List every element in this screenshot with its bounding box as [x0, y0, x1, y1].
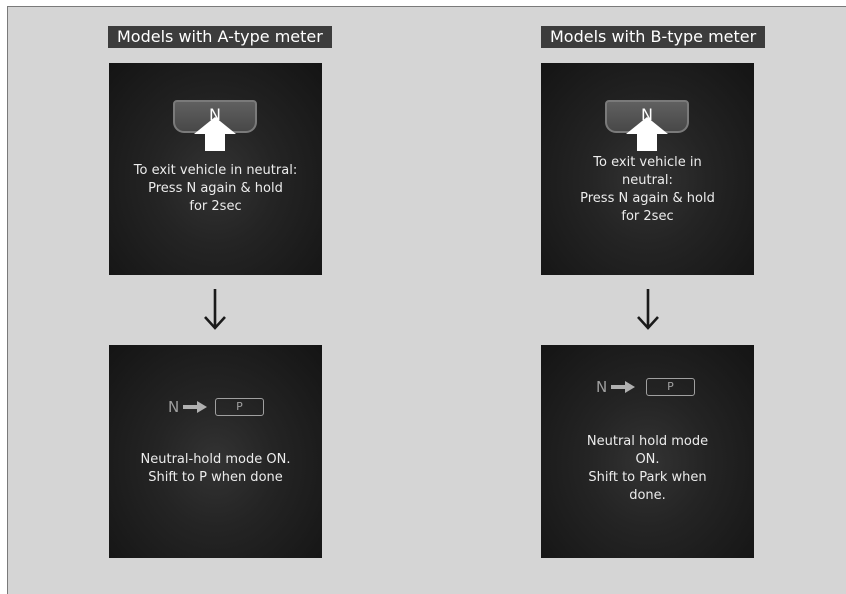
- b-type-neutral-hold-message: Neutral hold mode ON. Shift to Park when…: [541, 433, 754, 505]
- n-key-label: N: [641, 105, 653, 124]
- message-line: Press N again & hold: [580, 191, 715, 206]
- message-line: To exit vehicle in neutral:: [133, 163, 298, 178]
- message-line: neutral:: [622, 173, 673, 188]
- message-line: for 2sec: [621, 209, 674, 224]
- a-type-exit-neutral-message: To exit vehicle in neutral: Press N agai…: [109, 162, 322, 216]
- b-type-exit-neutral-screen: N To exit vehicle in neutral: Press N ag…: [541, 63, 754, 275]
- message-line: Shift to Park when: [588, 470, 707, 485]
- press-arrow-icon: [194, 117, 236, 151]
- n-indicator: N: [596, 378, 608, 396]
- message-line: Shift to P when done: [148, 470, 283, 485]
- figure-canvas: Models with A-type meter N To exit vehic…: [7, 6, 846, 594]
- a-type-neutral-hold-screen: N P Neutral-hold mode ON. Shift to P whe…: [109, 345, 322, 558]
- message-line: Neutral-hold mode ON.: [140, 452, 291, 467]
- n-indicator: N: [168, 398, 180, 416]
- right-arrow-icon: [183, 401, 207, 413]
- a-type-exit-neutral-screen: N To exit vehicle in neutral: Press N ag…: [109, 63, 322, 275]
- n-key-label: N: [209, 105, 221, 124]
- down-arrow-icon: [637, 289, 659, 330]
- b-type-meter-label: Models with B-type meter: [541, 26, 766, 48]
- message-line: ON.: [635, 452, 660, 467]
- b-type-exit-neutral-message: To exit vehicle in neutral: Press N agai…: [541, 154, 754, 226]
- a-type-neutral-hold-message: Neutral-hold mode ON. Shift to P when do…: [109, 451, 322, 487]
- message-line: Press N again & hold: [148, 181, 283, 196]
- press-arrow-icon: [626, 117, 668, 151]
- message-line: To exit vehicle in: [593, 155, 702, 170]
- right-arrow-icon: [611, 381, 635, 393]
- n-to-p-indicator: N P: [109, 397, 322, 417]
- message-line: Neutral hold mode: [586, 434, 709, 449]
- b-type-neutral-hold-screen: N P Neutral hold mode ON. Shift to Park …: [541, 345, 754, 558]
- p-indicator: P: [646, 378, 695, 396]
- p-indicator: P: [215, 398, 264, 416]
- message-line: done.: [629, 488, 666, 503]
- n-key-icon: N: [605, 100, 689, 133]
- n-to-p-indicator: N P: [541, 377, 754, 397]
- a-type-meter-label: Models with A-type meter: [108, 26, 332, 48]
- down-arrow-icon: [204, 289, 226, 330]
- message-line: for 2sec: [189, 199, 242, 214]
